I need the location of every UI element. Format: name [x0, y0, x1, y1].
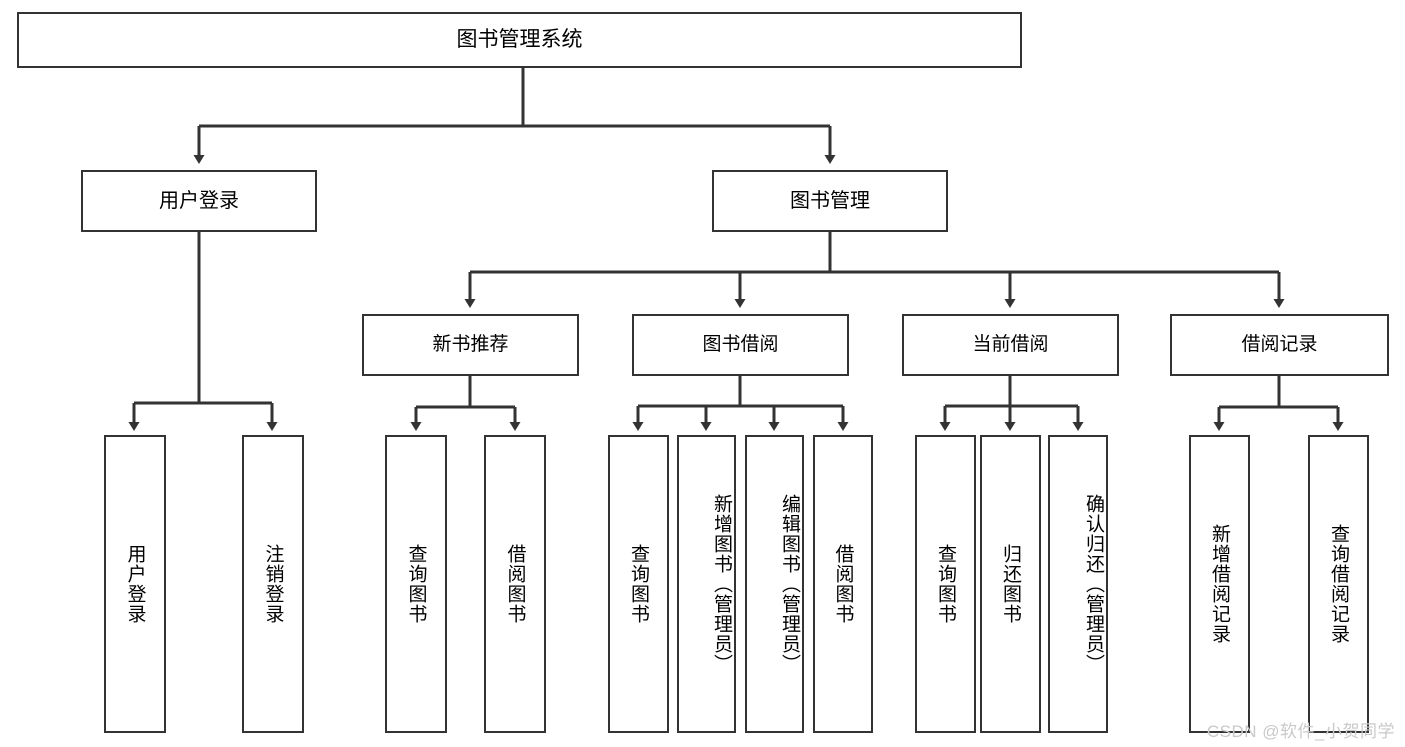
node-level2: 图书借阅 [632, 314, 849, 376]
node-label: 编辑图书（管理员） [779, 494, 800, 674]
node-label: 确认归还（管理员） [1083, 494, 1104, 674]
node-leaf: 新增图书（管理员） [677, 435, 736, 733]
watermark: CSDN @软件_小贺同学 [1206, 722, 1395, 741]
node-leaf: 用户登录 [104, 435, 166, 733]
node-leaf: 注销登录 [242, 435, 304, 733]
node-label: 图书管理 [790, 189, 870, 212]
node-label: 查询图书 [405, 544, 427, 624]
node-leaf: 借阅图书 [813, 435, 873, 733]
node-level2: 当前借阅 [902, 314, 1119, 376]
node-leaf: 查询借阅记录 [1308, 435, 1369, 733]
node-level1: 用户登录 [81, 170, 317, 232]
node-label: 图书管理系统 [456, 28, 583, 52]
node-root-system: 图书管理系统 [17, 12, 1022, 68]
node-label: 用户登录 [124, 544, 146, 624]
node-label: 查询借阅记录 [1328, 524, 1350, 644]
node-leaf: 新增借阅记录 [1189, 435, 1250, 733]
node-level2: 借阅记录 [1170, 314, 1389, 376]
node-leaf: 编辑图书（管理员） [745, 435, 804, 733]
node-leaf: 借阅图书 [484, 435, 546, 733]
node-leaf: 查询图书 [608, 435, 669, 733]
node-label: 新增图书（管理员） [711, 494, 732, 674]
node-label: 用户登录 [159, 189, 239, 212]
node-label: 归还图书 [1000, 544, 1022, 624]
node-label: 借阅图书 [832, 544, 854, 624]
node-leaf: 归还图书 [980, 435, 1041, 733]
node-leaf: 查询图书 [915, 435, 976, 733]
node-label: 当前借阅 [972, 334, 1049, 356]
node-level1: 图书管理 [712, 170, 948, 232]
node-label: 借阅图书 [504, 544, 526, 624]
node-leaf: 确认归还（管理员） [1048, 435, 1108, 733]
node-level2: 新书推荐 [362, 314, 579, 376]
node-leaf: 查询图书 [385, 435, 447, 733]
node-label: 图书借阅 [702, 334, 779, 356]
node-label: 查询图书 [935, 544, 957, 624]
node-label: 新增借阅记录 [1209, 524, 1231, 644]
node-label: 新书推荐 [432, 334, 509, 356]
node-label: 注销登录 [262, 544, 284, 624]
node-label: 查询图书 [628, 544, 650, 624]
node-label: 借阅记录 [1241, 334, 1318, 356]
